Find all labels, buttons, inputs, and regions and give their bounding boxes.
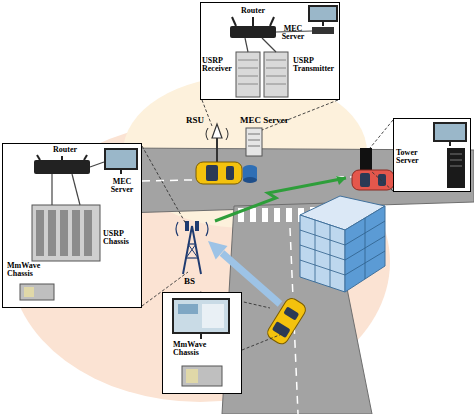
scene-label: MEC Server [240, 116, 300, 126]
uplink-arrow [208, 241, 228, 260]
mec-server-icon [248, 134, 260, 135]
building [315, 220, 316, 282]
building [300, 218, 385, 287]
equipment-label: USRP Transmitter [293, 57, 339, 74]
base-station [176, 222, 208, 236]
equipment-label: Tower Server [396, 149, 436, 166]
base-station [186, 244, 196, 258]
vehicle [206, 165, 218, 181]
mec-server-icon [246, 128, 262, 156]
rsu-antenna [206, 124, 228, 166]
road [262, 208, 268, 222]
base-station [185, 221, 189, 231]
vehicle [360, 173, 370, 187]
road [286, 208, 292, 222]
building [300, 196, 385, 292]
equipment-label: USRP Chassis [103, 230, 141, 247]
scene-label: RSU [186, 116, 216, 126]
base-station [192, 226, 201, 274]
wireless-link [215, 178, 346, 221]
building [345, 206, 385, 292]
base-station [188, 243, 196, 244]
mec-server-icon [248, 140, 260, 141]
building [330, 225, 331, 287]
base-station [183, 226, 192, 274]
mec-server-icon [246, 128, 262, 156]
leader-line [370, 120, 393, 148]
scene-label: BS [184, 277, 208, 287]
wireless-link [336, 176, 346, 185]
wireless-link [215, 176, 346, 221]
building [300, 260, 345, 275]
callout-box: RouterMEC ServerUSRP ChassisMmWave Chass… [2, 143, 142, 308]
traffic-light [360, 148, 372, 172]
vehicle [265, 296, 308, 347]
equipment-label: USRP Receiver [202, 57, 236, 74]
callout-box: Tower Server [393, 118, 471, 192]
leader-line [242, 334, 282, 350]
vehicle [378, 174, 386, 186]
building [365, 218, 366, 279]
vehicle [265, 296, 308, 347]
base-station [188, 244, 198, 258]
rsu-antenna [212, 124, 222, 138]
building [300, 245, 345, 260]
rsu-antenna [206, 128, 228, 140]
base-station [195, 221, 199, 231]
base-station [176, 221, 208, 274]
equipment-label: Router [43, 146, 87, 154]
mec-server-icon [248, 146, 260, 147]
building [300, 230, 345, 245]
vehicle [196, 162, 242, 184]
equipment-label: MmWave Chassis [7, 262, 57, 279]
road [250, 208, 256, 222]
equipment-label: MEC Server [275, 25, 311, 42]
callout-box: MmWave Chassis [162, 292, 242, 394]
equipment-label: MEC Server [103, 178, 141, 195]
base-station [186, 257, 198, 258]
vehicle [283, 306, 299, 320]
leader-line [262, 100, 338, 130]
leader-line [372, 172, 393, 191]
road [274, 208, 280, 222]
leader-line [142, 146, 186, 224]
building [300, 215, 345, 292]
vehicle [226, 166, 234, 180]
equipment-label: Router [231, 7, 275, 15]
vehicle [243, 177, 257, 183]
callout-box: RouterMEC ServerUSRP Receiver USRP Transm… [200, 2, 340, 100]
equipment-label: MmWave Chassis [173, 341, 225, 358]
vehicle [352, 170, 394, 190]
vehicle [272, 321, 291, 338]
